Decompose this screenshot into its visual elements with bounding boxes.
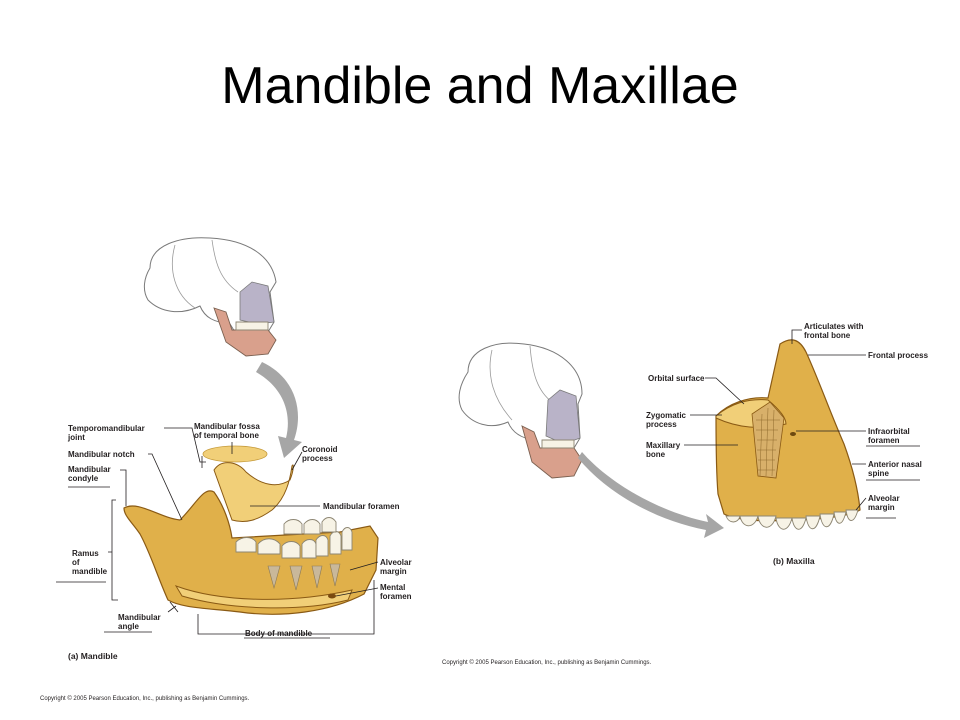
mandible-drawing: [123, 445, 379, 615]
skull-thumbnail-mandible: [143, 237, 277, 357]
label-mandibular-foramen: Mandibular foramen: [323, 502, 400, 511]
maxilla-caption: (b) Maxilla: [773, 556, 815, 566]
mandible-caption: (a) Mandible: [68, 651, 118, 661]
copyright-mandible: Copyright © 2005 Pearson Education, Inc.…: [40, 695, 250, 702]
copyright-maxilla: Copyright © 2005 Pearson Education, Inc.…: [442, 659, 652, 666]
slide-title: Mandible and Maxillae: [221, 57, 739, 115]
label-mandibular-notch: Mandibular notch: [68, 450, 135, 459]
arrow-to-maxilla: [578, 452, 724, 538]
label-orbital-surface: Orbital surface: [648, 374, 705, 383]
skull-thumbnail-maxilla: [458, 342, 583, 479]
arrow-to-mandible: [256, 362, 302, 458]
label-body-of-mandible: Body of mandible: [245, 629, 313, 638]
label-frontal-process: Frontal process: [868, 351, 929, 360]
maxilla-drawing: [715, 339, 861, 530]
